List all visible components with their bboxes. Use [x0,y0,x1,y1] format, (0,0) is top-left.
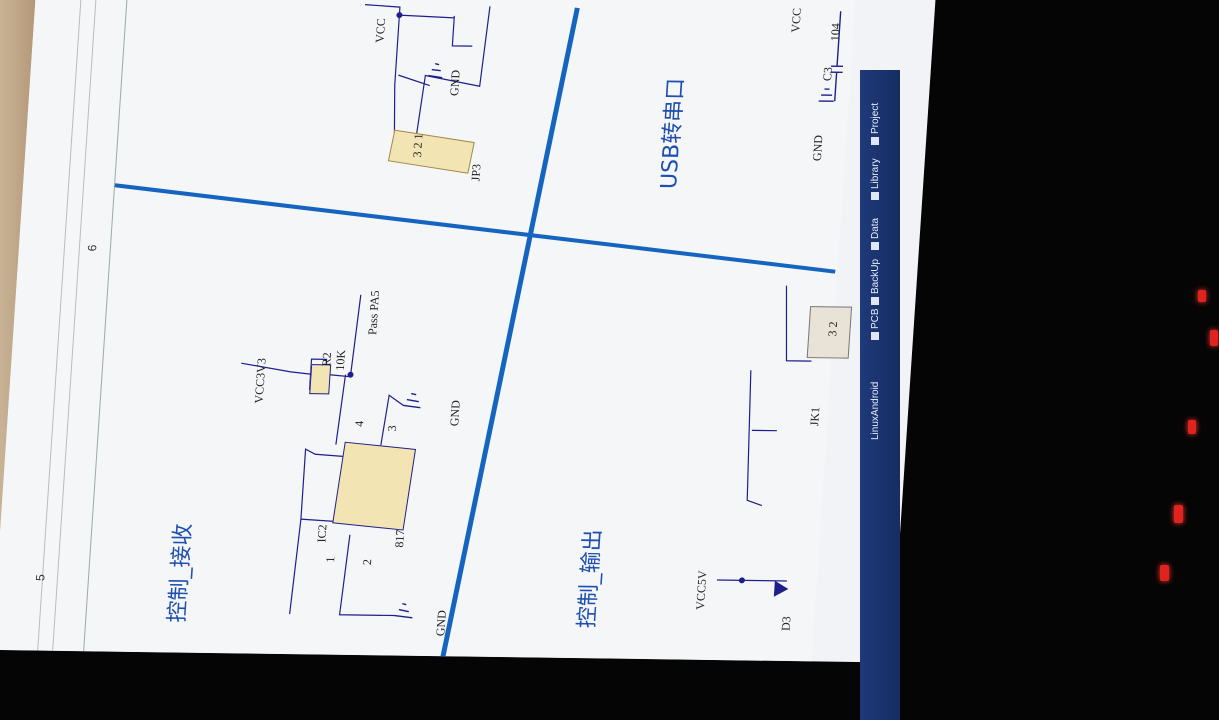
label-d3: D3 [778,616,794,632]
ic2-optocoupler[interactable] [332,441,417,531]
tab-square-icon [871,137,880,145]
label-pin-1: 1 [323,556,338,563]
title-control-output: 控制_输出 [574,529,607,629]
tab-square-icon [871,242,880,250]
tab-backup[interactable]: BackUp [870,259,881,305]
r2-resistor[interactable] [309,364,332,395]
keyboard-glow [1198,290,1206,302]
label-pin-4: 4 [352,420,367,427]
tab-data[interactable]: Data [870,218,881,250]
tab-square-icon [871,192,880,200]
label-vcc3v3: VCC3V3 [251,358,269,404]
sheet-tab-strip: LinuxAndroid PCB BackUp Data Library Pro… [860,70,900,720]
label-jp3-pins: 3 2 1 [409,133,426,158]
label-ic2-part: 817 [392,529,408,548]
label-gnd-mid: GND [447,400,463,427]
keyboard-glow [1174,505,1183,523]
label-gnd-bottom: GND [433,610,449,637]
label-jk1: JK1 [807,406,823,427]
label-pin-2: 2 [359,558,375,566]
label-gnd-top: GND [447,69,463,97]
schematic-wiring [241,4,844,619]
label-gnd-right: GND [809,134,826,162]
label-c3: C3 [820,67,835,82]
d3-diode-icon [773,580,789,597]
label-pass-pa5: Pass PA5 [365,290,383,336]
label-vcc5v: VCC5V [692,570,710,610]
label-ic2: IC2 [314,524,330,543]
label-r2-value: 10K [332,349,349,371]
label-c3-value: 104 [827,23,843,42]
title-control-receive: 控制_接收 [165,523,197,623]
schematic-sheet[interactable]: 6 5 [0,0,860,662]
tab-square-icon [871,297,880,305]
label-jp3: JP3 [468,163,484,182]
keyboard-glow [1160,565,1169,581]
keyboard-glow [1188,420,1196,434]
label-connector-pins: 3 2 [825,321,841,337]
label-vcc-top: VCC [372,18,389,43]
label-vcc-right: VCC [788,7,804,33]
tab-pcb[interactable]: PCB [870,308,881,340]
keyboard-glow [1210,330,1218,346]
laptop-screen: 6 5 [0,0,940,663]
tab-project[interactable]: Project [870,103,881,145]
tab-square-icon [871,332,880,340]
tab-library[interactable]: Library [870,158,881,200]
tab-linuxandroid[interactable]: LinuxAndroid [870,381,881,440]
label-pin-3: 3 [384,425,400,432]
